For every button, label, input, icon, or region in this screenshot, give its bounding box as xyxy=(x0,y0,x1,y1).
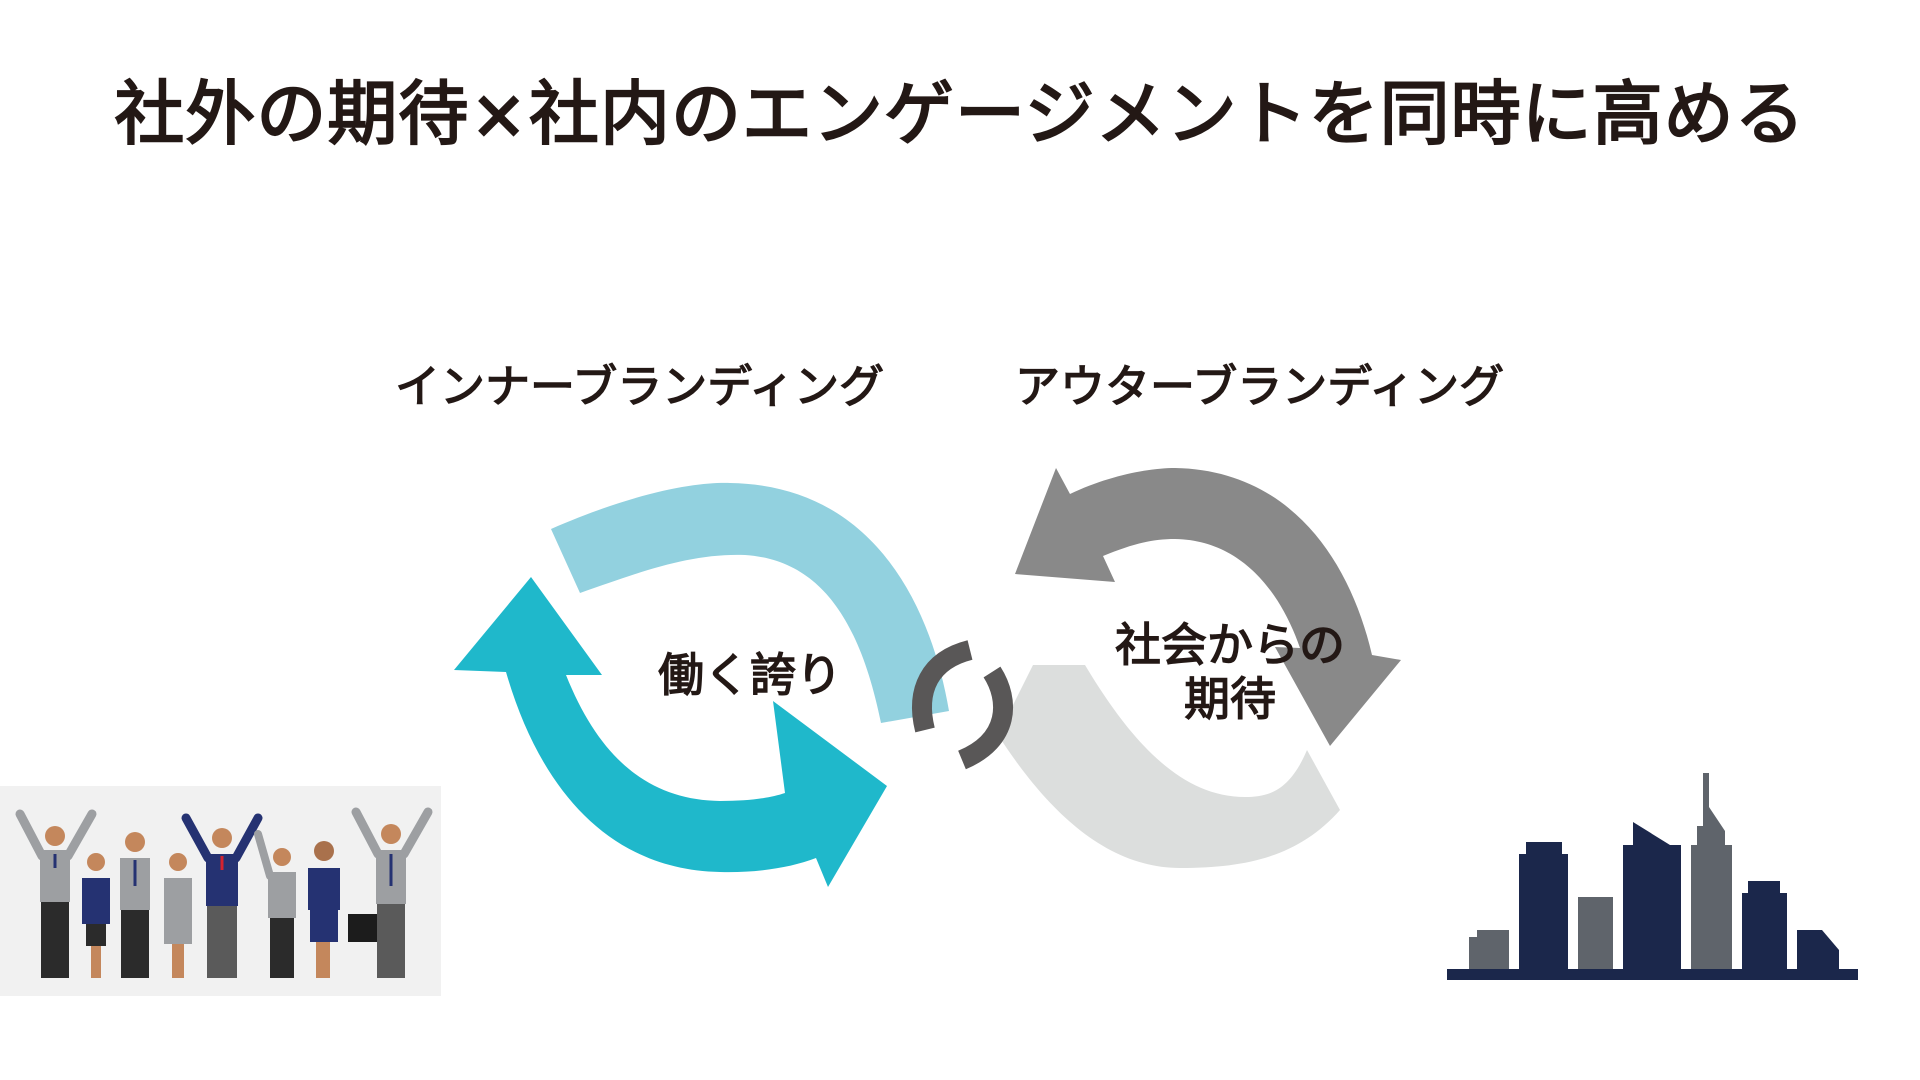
person-figure xyxy=(120,832,150,978)
briefcase-icon xyxy=(348,914,382,942)
outer-cycle-text-line1: 社会からの xyxy=(1115,618,1345,672)
outer-cycle-bottom-arc xyxy=(998,665,1340,868)
person-figure xyxy=(254,830,296,978)
person-figure xyxy=(164,853,192,978)
building xyxy=(1691,773,1732,970)
building xyxy=(1797,930,1839,970)
person-figure xyxy=(15,809,97,978)
city-skyline-icon xyxy=(1447,773,1858,980)
outer-cycle-text: 社会からの 期待 xyxy=(1080,618,1380,726)
person-figure xyxy=(82,853,110,978)
building xyxy=(1469,930,1509,970)
ground xyxy=(1447,969,1858,980)
outer-branding-label: アウターブランディング xyxy=(1015,360,1505,413)
inner-cycle-arrow xyxy=(454,577,887,887)
inner-cycle-top-arc xyxy=(551,482,949,723)
person-figure xyxy=(351,807,433,978)
inner-cycle-text: 働く誇り xyxy=(658,648,842,702)
building xyxy=(1742,881,1787,970)
building xyxy=(1578,897,1613,970)
employees-illustration xyxy=(0,786,441,996)
outer-cycle-text-line2: 期待 xyxy=(1184,672,1276,726)
employees-cheering-icon xyxy=(15,807,433,978)
outer-cycle-arrow xyxy=(1015,468,1401,746)
page-title: 社外の期待×社内のエンゲージメントを同時に高める xyxy=(114,73,1806,155)
person-figure xyxy=(308,841,382,978)
link-icon xyxy=(912,640,1013,770)
person-figure xyxy=(181,813,263,978)
building xyxy=(1519,842,1568,970)
inner-branding-label: インナーブランディング xyxy=(395,360,885,413)
building xyxy=(1623,822,1681,970)
city-skyline-illustration xyxy=(1430,766,1870,996)
